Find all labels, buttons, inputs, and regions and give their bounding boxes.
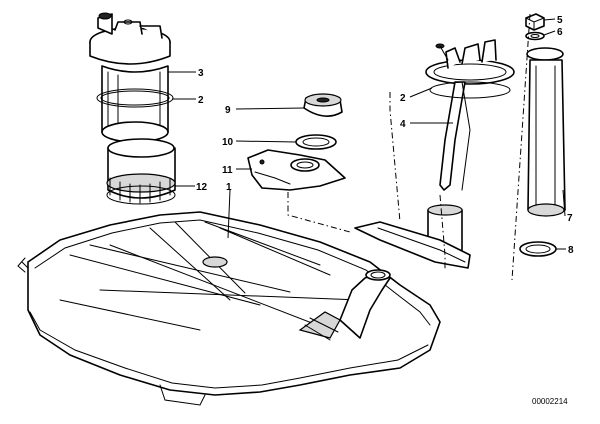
nut [525, 13, 545, 31]
callout-1: 1 [226, 182, 232, 193]
callout-6: 6 [557, 27, 563, 38]
assembly-axes [287, 13, 531, 281]
callout-labels: 3 2 12 9 10 11 1 2 4 5 6 7 8 00002214 [196, 15, 574, 406]
callout-2-left: 2 [198, 95, 204, 106]
callout-10: 10 [222, 137, 234, 148]
gasket-ring [295, 134, 337, 150]
callout-5: 5 [557, 15, 563, 26]
callout-3: 3 [198, 68, 204, 79]
callout-2-right: 2 [400, 93, 406, 104]
cap [303, 93, 343, 117]
callout-11: 11 [222, 165, 233, 176]
callout-4: 4 [400, 119, 406, 130]
reference-number: 00002214 [532, 397, 568, 406]
seal-ring [519, 241, 557, 257]
callout-8: 8 [568, 245, 574, 256]
fuel-tank [17, 211, 441, 406]
pump-housing [89, 12, 171, 143]
fuel-level-sender [354, 39, 515, 269]
callout-9: 9 [225, 105, 231, 116]
strainer [106, 138, 176, 205]
mounting-plate [247, 149, 346, 191]
leader-lines [168, 18, 566, 250]
o-ring-right [429, 81, 511, 99]
filter-tube [526, 47, 566, 217]
callout-7: 7 [567, 213, 573, 224]
o-ring-left [96, 88, 174, 108]
callout-12: 12 [196, 182, 208, 193]
washer [525, 31, 545, 41]
